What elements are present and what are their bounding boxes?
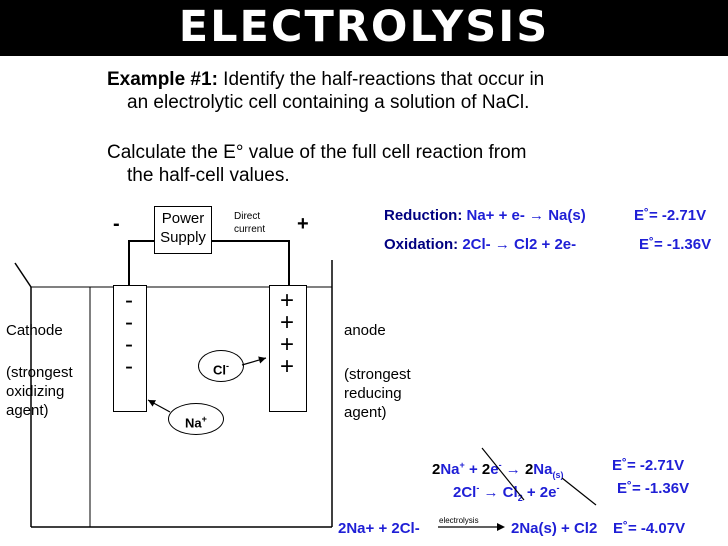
title-bar	[0, 0, 728, 56]
oxidation-potential: E˚= -1.36V	[639, 236, 712, 253]
oxidation-line: Oxidation: 2Cl- → Cl2 + 2e-	[384, 235, 576, 254]
overall-products: 2Na(s) + Cl2	[511, 520, 598, 537]
supply-minus-terminal: -	[113, 213, 120, 235]
example-text-2: an electrolytic cell containing a soluti…	[127, 92, 530, 113]
reduction-potential: E˚= -2.71V	[634, 207, 707, 224]
reduction-equation: Na+ + e- → Na(s)	[466, 207, 586, 224]
chloride-ion-symbol: Cl	[213, 362, 226, 378]
power-supply-box: Power Supply	[154, 206, 212, 254]
wire-left-horizontal	[128, 240, 155, 242]
supply-plus-terminal: +	[297, 213, 309, 235]
anode-charges: + + + +	[279, 287, 294, 380]
cathode-charges: - - - -	[125, 287, 133, 380]
cathode-description: (strongest oxidizing agent)	[6, 364, 73, 419]
anode-electrode	[269, 285, 307, 412]
page-title: ELECTROLYSIS	[178, 2, 550, 52]
chloride-ion: Cl-	[198, 350, 244, 382]
power-supply-label: Power Supply	[160, 210, 206, 246]
overall-reactants: 2Na+ + 2Cl-	[338, 519, 420, 538]
scaled-oxidation-potential: E˚= -1.36V	[617, 480, 690, 497]
calc-text-1: Calculate the E° value of the full cell …	[107, 142, 527, 163]
calc-paragraph: Calculate the E° value of the full cell …	[107, 141, 717, 187]
cathode-electrode	[113, 285, 147, 412]
wire-left-vertical	[128, 240, 130, 285]
overall-reactants-text: 2Na+ + 2Cl-	[338, 520, 420, 537]
cathode-label: Cathode	[6, 322, 63, 339]
wire-right-vertical	[288, 240, 290, 285]
anode-label: anode	[344, 322, 386, 339]
direct-current-label: Direct current	[234, 211, 266, 235]
reduction-label: Reduction:	[384, 207, 463, 224]
oxidation-label: Oxidation:	[384, 236, 459, 253]
reduction-line: Reduction: Na+ + e- → Na(s)	[384, 206, 586, 225]
example-text-1: Identify the half-reactions that occur i…	[217, 69, 545, 90]
electrolysis-arrow-label: electrolysis	[439, 516, 479, 525]
anode-description: (strongest reducing agent)	[344, 366, 411, 421]
sodium-ion-symbol: Na	[185, 415, 202, 431]
scaled-oxidation-equation: 2Cl- → Cl2 + 2e-	[453, 483, 560, 503]
example-paragraph: Example #1: Identify the half-reactions …	[107, 68, 717, 114]
sodium-ion: Na+	[168, 403, 224, 435]
scaled-reduction-equation: 2Na+ + 2e- → 2Na(s)	[432, 460, 564, 480]
sodium-ion-charge: +	[201, 414, 207, 424]
oxidation-equation: 2Cl- → Cl2 + 2e-	[462, 236, 577, 253]
wire-right-horizontal	[212, 240, 288, 242]
scaled-reduction-potential: E˚= -2.71V	[612, 457, 685, 474]
example-label: Example #1:	[107, 69, 218, 90]
overall-potential: E˚= -4.07V	[613, 520, 686, 537]
calc-text-2: the half-cell values.	[127, 165, 290, 186]
chloride-ion-charge: -	[226, 361, 229, 371]
